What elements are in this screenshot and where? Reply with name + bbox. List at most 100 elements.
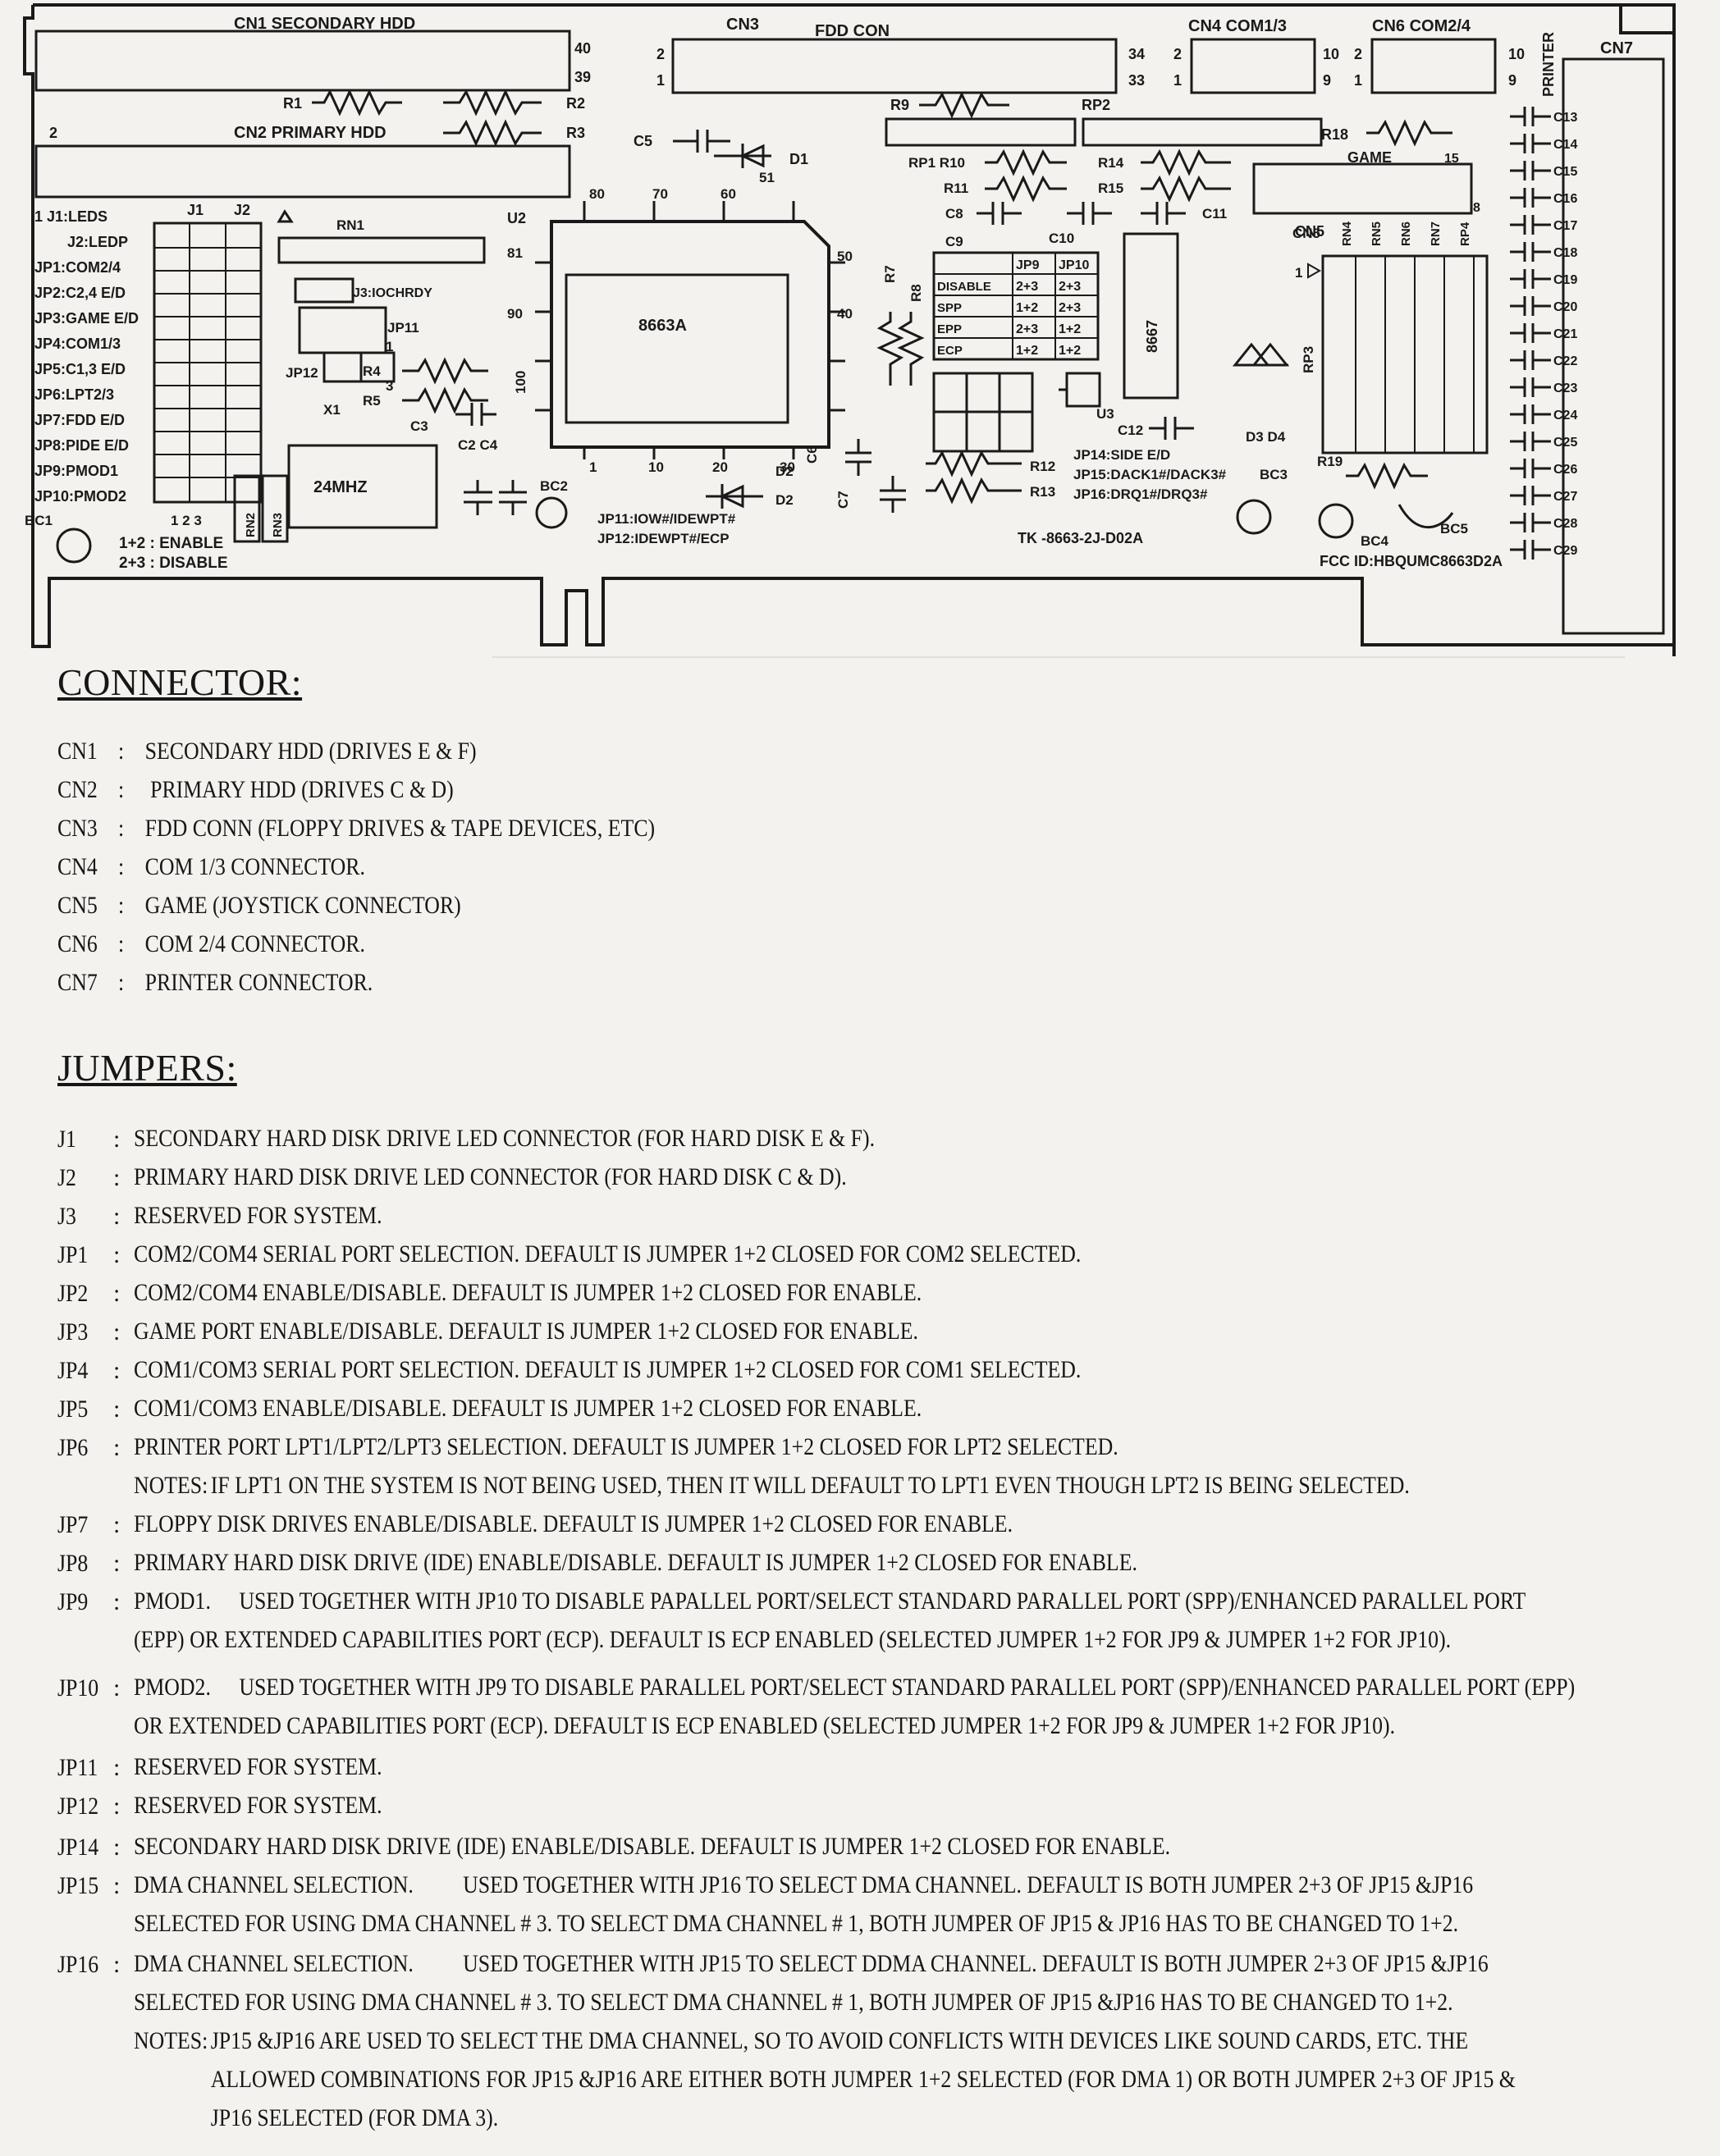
- connector-heading: CONNECTOR:: [57, 661, 303, 703]
- rn-label: RP4: [1458, 222, 1472, 246]
- bc5-label: BC5: [1440, 521, 1468, 537]
- board-jumper-label: 1 J1:LEDS: [34, 208, 108, 225]
- jumper-text-jp14: SECONDARY HARD DISK DRIVE (IDE) ENABLE/D…: [134, 1833, 1171, 1860]
- chip2-label: 8667: [1144, 320, 1160, 353]
- bc3-label: BC3: [1260, 467, 1288, 482]
- cn3-label: CN3: [726, 16, 759, 34]
- printer-capacitor-label: C27: [1553, 490, 1577, 504]
- u2-label: U2: [507, 210, 526, 226]
- cn1-pin40: 40: [574, 40, 591, 57]
- jumper-code-jp7: JP7: [57, 1511, 89, 1538]
- jp6-note-body: IF LPT1 ON THE SYSTEM IS NOT BEING USED,…: [210, 1472, 1410, 1499]
- connector-description: GAME (JOYSTICK CONNECTOR): [144, 892, 461, 919]
- r11-label: R11: [944, 180, 968, 196]
- pmod-table: [932, 251, 1100, 361]
- printer-capacitor-label: C28: [1553, 517, 1577, 531]
- cn4-pin2: 2: [1173, 46, 1182, 62]
- jumper-code-jp4: JP4: [57, 1357, 89, 1384]
- jumper-code-jp15: JP15: [57, 1872, 99, 1899]
- chip-pin60: 60: [720, 186, 736, 202]
- r10-label: RP1 R10: [908, 155, 965, 171]
- cn3-pin1: 1: [656, 72, 665, 89]
- pmod-table-cell: DISABLE: [937, 280, 991, 294]
- chip-pin81: 81: [507, 245, 523, 261]
- pmod-table-cell: 2+3: [1059, 301, 1081, 315]
- jumper-code-j2: J2: [57, 1164, 76, 1191]
- cn1-connector: [34, 30, 571, 92]
- fdd-label: FDD CON: [815, 22, 890, 40]
- printer-capacitor-label: C22: [1553, 354, 1577, 368]
- cn4-label: CN4 COM1/3: [1188, 17, 1287, 35]
- jumper-code-jp16: JP16: [57, 1951, 99, 1978]
- jp10-body: USED TOGETHER WITH JP9 TO DISABLE PARALL…: [134, 1674, 1576, 1739]
- pin1-marker: [1307, 263, 1322, 279]
- cn6-pin9: 9: [1508, 72, 1516, 89]
- chip-pin1: 1: [589, 459, 597, 475]
- board-jumper-label: JP5:C1,3 E/D: [34, 361, 126, 377]
- printer-capacitor-label: C15: [1553, 165, 1577, 179]
- printer-capacitor-label: C24: [1553, 409, 1577, 423]
- cn6-pin2: 2: [1354, 46, 1362, 62]
- pmod-table-cell: JP10: [1059, 258, 1089, 272]
- connector-row: CN1:SECONDARY HDD (DRIVES E & F): [57, 738, 477, 765]
- x1-label: X1: [323, 402, 341, 418]
- game-pin15: 15: [1444, 152, 1459, 166]
- printer-capacitor: [1510, 513, 1551, 532]
- chip-pin100: 100: [513, 371, 528, 394]
- printer-capacitor-label: C18: [1553, 246, 1577, 260]
- printer-capacitor: [1510, 242, 1551, 262]
- printer-capacitor-label: C13: [1553, 111, 1577, 125]
- jp11-note: JP11:IOW#/IDEWPT#: [597, 511, 736, 527]
- jumper-text-jp15: DMA CHANNEL SELECTION.USED TOGETHER WITH…: [134, 1866, 1580, 1943]
- pmod-table-cell: 2+3: [1059, 280, 1081, 294]
- game-pin8: 8: [1473, 201, 1480, 215]
- connector-description: COM 2/4 CONNECTOR.: [144, 930, 365, 957]
- connector-row: CN2: PRIMARY HDD (DRIVES C & D): [57, 776, 454, 803]
- cn6-connector: [1370, 38, 1497, 94]
- chip-pin51: 51: [759, 170, 775, 185]
- jumper-code-jp9: JP9: [57, 1588, 89, 1615]
- jumper-code-jp6: JP6: [57, 1434, 89, 1461]
- chip-pin90: 90: [507, 306, 523, 322]
- j3-label: J3:IOCHRDY: [353, 286, 432, 300]
- pmod-table-cell: SPP: [937, 301, 962, 315]
- printer-capacitor: [1510, 377, 1551, 397]
- c3-label: C3: [410, 418, 428, 434]
- jp15-label: DMA CHANNEL SELECTION.: [134, 1871, 414, 1898]
- printer-capacitor: [1510, 323, 1551, 343]
- r14-label: R14: [1098, 155, 1124, 171]
- connector-description: PRINTER CONNECTOR.: [144, 969, 373, 996]
- cn3-pin33: 33: [1128, 72, 1145, 89]
- connector-code: CN7: [57, 969, 98, 996]
- jumper-text-jp10: PMOD2.USED TOGETHER WITH JP9 TO DISABLE …: [134, 1668, 1580, 1745]
- chip-pin20: 20: [712, 459, 728, 475]
- cn1-label: CN1 SECONDARY HDD: [234, 15, 415, 33]
- d3d4-label: D3 D4: [1246, 429, 1286, 445]
- rp1-pack: [885, 117, 1077, 147]
- rn-label: RN4: [1340, 221, 1354, 246]
- cn3-connector: [671, 38, 1118, 94]
- c12-label: C12: [1118, 423, 1143, 438]
- d2-label: D2: [775, 464, 794, 479]
- jumper-code-jp5: JP5: [57, 1395, 89, 1423]
- jp16-note-body: JP15 &JP16 ARE USED TO SELECT THE DMA CH…: [210, 2027, 1516, 2131]
- jp16-label: JP16:DRQ1#/DRQ3#: [1073, 486, 1208, 502]
- cn3-pin34: 34: [1128, 46, 1145, 62]
- board-jumper-label: JP9:PMOD1: [34, 463, 118, 479]
- printer-capacitor: [1510, 107, 1551, 126]
- jumper-text-jp6: PRINTER PORT LPT1/LPT2/LPT3 SELECTION. D…: [134, 1433, 1118, 1460]
- crystal: [287, 444, 438, 529]
- jumper-code-jp11: JP11: [57, 1754, 98, 1781]
- pmod-table-cell: 1+2: [1016, 301, 1038, 315]
- cn3-pin2: 2: [656, 46, 665, 62]
- chip-pin50: 50: [837, 249, 853, 264]
- connector-description: COM 1/3 CONNECTOR.: [144, 853, 365, 880]
- c6-label: C6: [804, 445, 820, 464]
- bc1-label: BC1: [25, 513, 53, 528]
- r3-label: R3: [566, 125, 585, 141]
- board-svg: CN1 SECONDARY HDD 40 39 2 CN2 PRIMARY HD…: [23, 3, 1676, 656]
- cn5-label-2: CN5: [1292, 226, 1320, 241]
- jp9-body: USED TOGETHER WITH JP10 TO DISABLE PAPAL…: [134, 1587, 1526, 1653]
